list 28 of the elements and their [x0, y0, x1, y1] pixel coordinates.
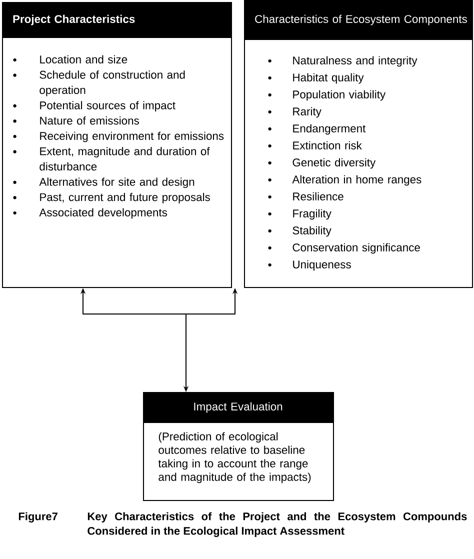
list-item: Potential sources of impact	[40, 101, 176, 112]
list-item: Population viability	[293, 90, 386, 101]
list-item: Receiving environment for emissions	[40, 132, 224, 142]
list-item: Alternatives for site and design	[39, 178, 194, 188]
list-item: Associated developments	[39, 208, 168, 219]
list-item: Uniqueness	[293, 260, 351, 271]
list-item: Past, current and future proposals	[40, 192, 210, 204]
list-item: Habitat quality	[293, 73, 364, 84]
description: (Prediction of ecological outcomes relative to baseline taking in to account the range and magnitude of the impacts)	[158, 432, 311, 484]
figure-number: Figure7	[18, 512, 58, 523]
list-item: Rarity	[293, 107, 322, 118]
list-item: Alteration in home ranges	[292, 175, 422, 186]
list-box: Project Characteristics Location and size Schedule of construction and operation Potential sources of impact Nature of emissions Receiving environment for emissions Extent, magnitude and duration of disturbance Alternatives for site and design Past, current and future proposals Associated developments	[2, 2, 232, 288]
list-item: Location and size	[40, 55, 128, 64]
list-box: Impact Evaluation (Prediction of ecological outcomes relative to baseline taking in to account the range and magnitude of the impacts)	[143, 392, 334, 501]
list-item: Conservation significance	[292, 243, 420, 254]
list-item: Genetic diversity	[292, 158, 376, 169]
list-item: Extent, magnitude and duration of disturbance	[40, 147, 210, 171]
list-item: Naturalness and integrity	[293, 56, 418, 67]
list-item: Resilience	[293, 192, 344, 200]
list-item: Endangerment	[293, 124, 366, 135]
list-item: Stability	[292, 226, 332, 237]
list-item: Schedule of construction and operation	[40, 70, 185, 96]
list-item: Extinction risk	[293, 141, 362, 150]
list-box: Characteristics of Ecosystem Components Naturalness and integrity Habitat quality Population viability Rarity Endangerment Extinction risk Genetic diversity Alteration in home ranges Resilience Fragility Stability Conservation significance Uniqueness	[244, 0, 473, 288]
list-item: Nature of emissions	[40, 116, 139, 125]
list-item: Fragility	[293, 209, 332, 220]
caption: Key Characteristics of the Project and the Ecosystem Compounds Considered in the Ecological Impact Assessment	[88, 512, 467, 538]
